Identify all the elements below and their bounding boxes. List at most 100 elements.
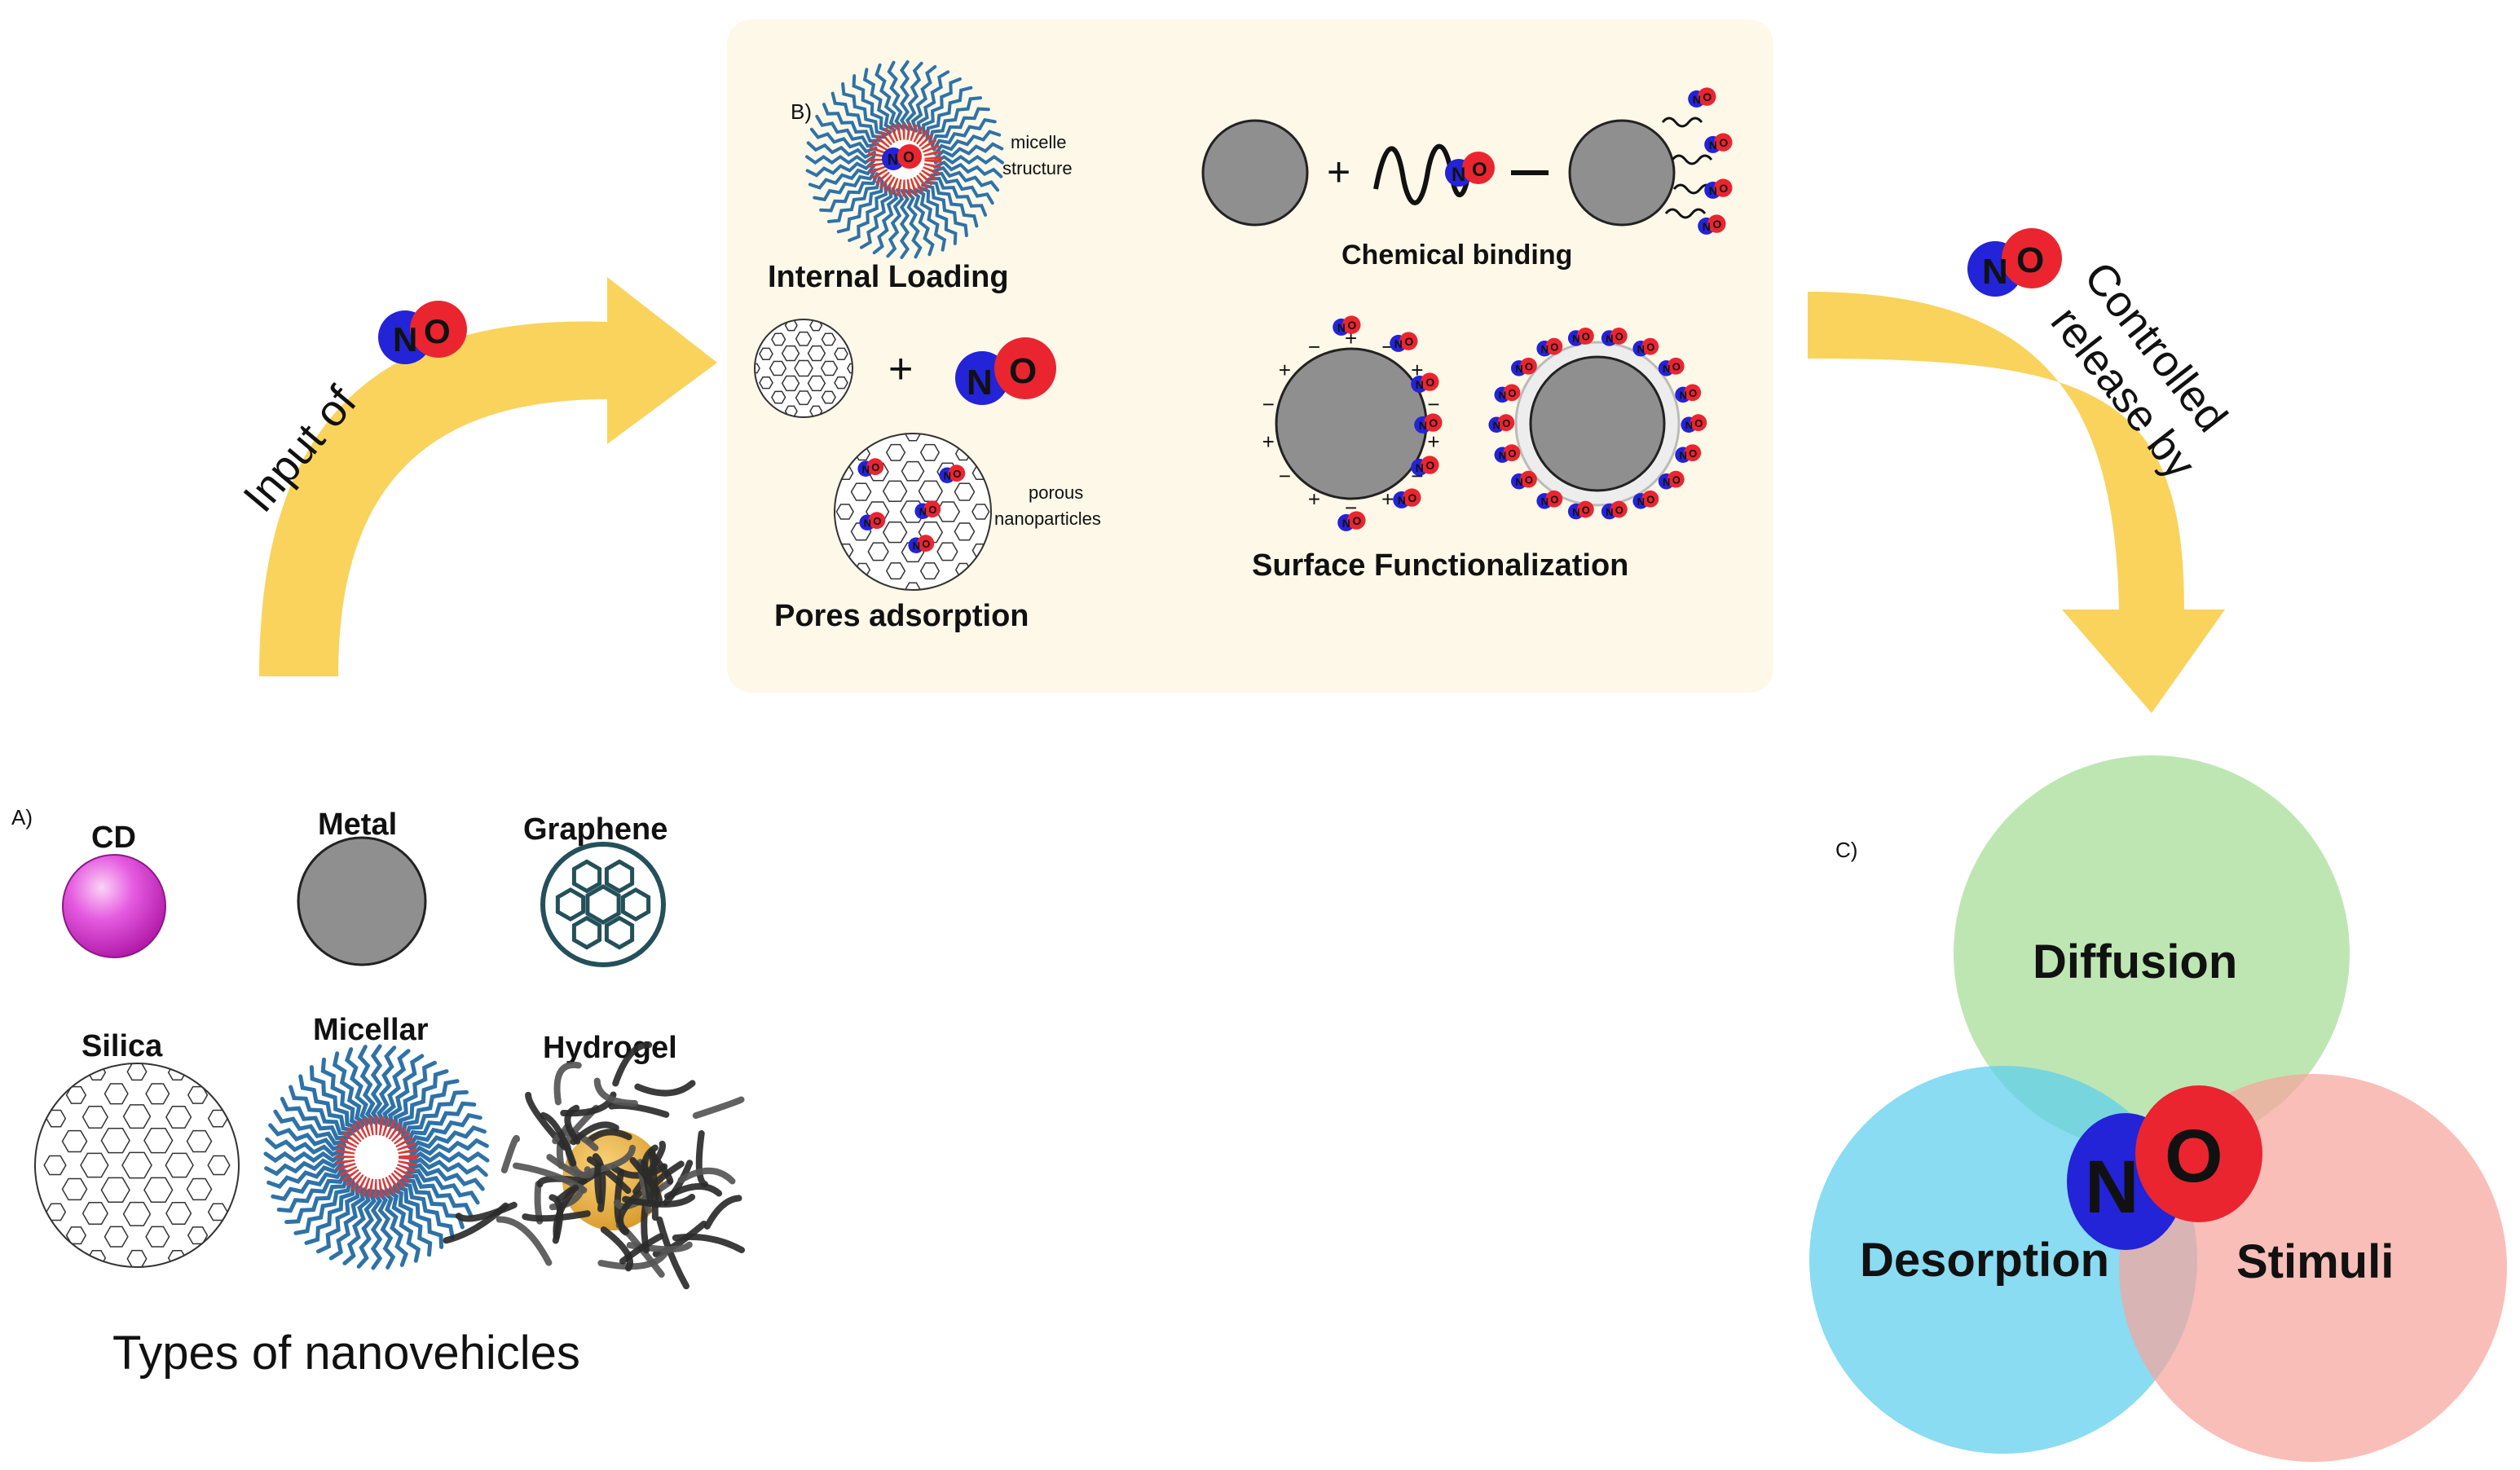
svg-text:N: N xyxy=(1572,506,1579,518)
svg-text:N: N xyxy=(1541,343,1549,355)
panel-a-label: A) xyxy=(11,805,33,830)
svg-text:N: N xyxy=(1637,495,1645,508)
svg-text:O: O xyxy=(1672,473,1681,486)
svg-text:N: N xyxy=(1685,420,1693,432)
micellar-structure xyxy=(263,1044,490,1270)
svg-text:N: N xyxy=(944,470,951,482)
porous-note-1: porous xyxy=(1029,482,1083,503)
panel-b-label: B) xyxy=(791,99,812,124)
stimuli-label: Stimuli xyxy=(2236,1235,2394,1288)
pores-adsorption-label: Pores adsorption xyxy=(774,599,1029,633)
svg-text:O: O xyxy=(2016,240,2044,280)
svg-text:N: N xyxy=(1337,321,1346,334)
plus-sign-binding: + xyxy=(1327,149,1350,195)
svg-text:N: N xyxy=(913,540,920,552)
vehicle-label-hydrogel: Hydrogel xyxy=(543,1031,677,1065)
vehicle-label-graphene: Graphene xyxy=(523,812,667,847)
svg-text:O: O xyxy=(1502,417,1510,429)
diffusion-circle xyxy=(1954,755,2350,1151)
svg-text:N: N xyxy=(1398,494,1406,507)
svg-text:N: N xyxy=(1709,139,1717,152)
silica-porous-sphere xyxy=(34,1063,240,1268)
svg-text:N: N xyxy=(1703,220,1711,233)
svg-text:N: N xyxy=(1693,93,1701,106)
svg-text:N: N xyxy=(1419,419,1427,432)
svg-text:N: N xyxy=(1606,332,1613,345)
svg-text:−: − xyxy=(1262,392,1275,416)
svg-text:O: O xyxy=(1615,331,1623,343)
svg-text:O: O xyxy=(1694,417,1703,429)
svg-text:O: O xyxy=(1425,459,1434,472)
surface-functionalization-label: Surface Functionalization xyxy=(1252,548,1628,583)
svg-text:−: − xyxy=(1279,464,1291,488)
micelle-note-1: micelle xyxy=(1011,132,1066,152)
graphene-fullerene xyxy=(540,842,666,967)
svg-text:N: N xyxy=(967,363,993,403)
svg-text:+: + xyxy=(1279,358,1291,382)
svg-text:O: O xyxy=(1347,319,1356,332)
svg-text:O: O xyxy=(1719,136,1728,149)
svg-text:O: O xyxy=(1429,416,1438,429)
svg-text:+: + xyxy=(1308,487,1320,512)
nanovehicles-caption: Types of nanovehicles xyxy=(112,1327,580,1380)
cd-dot-sphere xyxy=(62,854,166,958)
svg-text:N: N xyxy=(393,320,417,359)
release-no-molecule: N O xyxy=(1967,228,2062,297)
internal-loading-no: N O xyxy=(882,144,922,170)
svg-text:O: O xyxy=(903,149,914,165)
svg-text:N: N xyxy=(1416,461,1424,474)
svg-text:N: N xyxy=(862,464,870,476)
panel-c-label: C) xyxy=(1835,838,1857,862)
svg-text:N: N xyxy=(1606,506,1613,518)
svg-text:N: N xyxy=(1499,390,1506,402)
svg-text:O: O xyxy=(2165,1115,2223,1198)
vehicle-label-silica: Silica xyxy=(82,1029,163,1063)
svg-text:O: O xyxy=(1646,341,1654,353)
svg-text:O: O xyxy=(1550,493,1558,505)
svg-text:N: N xyxy=(1679,390,1686,402)
svg-text:O: O xyxy=(1508,447,1516,460)
svg-text:N: N xyxy=(919,506,927,518)
svg-text:O: O xyxy=(1672,360,1681,372)
svg-text:N: N xyxy=(1499,449,1506,461)
svg-text:O: O xyxy=(1352,514,1361,527)
chemical-binding-bare-particle xyxy=(1201,119,1309,227)
internal-loading-label: Internal Loading xyxy=(768,260,1009,294)
svg-text:O: O xyxy=(1408,491,1416,504)
svg-text:N: N xyxy=(1541,495,1549,508)
svg-text:−: − xyxy=(1427,392,1439,416)
svg-text:N: N xyxy=(1663,476,1670,488)
svg-text:O: O xyxy=(1582,331,1590,343)
svg-text:N: N xyxy=(1416,378,1424,391)
svg-text:N: N xyxy=(888,152,898,168)
svg-text:+: + xyxy=(1262,429,1275,454)
svg-text:O: O xyxy=(1550,341,1558,353)
svg-text:O: O xyxy=(1719,182,1728,195)
svg-text:O: O xyxy=(873,515,881,527)
vehicle-label-metal: Metal xyxy=(318,808,397,842)
svg-text:O: O xyxy=(1472,159,1487,181)
svg-text:O: O xyxy=(1646,493,1654,505)
porous-note-2: nanoparticles xyxy=(994,508,1101,529)
svg-text:N: N xyxy=(1663,363,1670,375)
svg-text:O: O xyxy=(1582,504,1590,516)
svg-text:O: O xyxy=(1508,387,1516,399)
chemical-binding-functionalized-particle xyxy=(1568,119,1676,227)
svg-text:N: N xyxy=(1493,420,1500,432)
diffusion-label: Diffusion xyxy=(2033,935,2237,988)
micelle-note-2: structure xyxy=(1002,158,1073,178)
svg-text:N: N xyxy=(1342,517,1350,530)
svg-text:O: O xyxy=(1525,473,1533,486)
svg-text:O: O xyxy=(871,461,879,473)
center-no-molecule: N O xyxy=(2067,1085,2262,1250)
svg-text:O: O xyxy=(1525,360,1533,372)
vehicle-label-cd: CD xyxy=(91,821,136,855)
svg-text:O: O xyxy=(1689,387,1697,399)
svg-text:N: N xyxy=(1982,252,2008,292)
svg-text:O: O xyxy=(1425,376,1434,389)
hydrogel-network xyxy=(443,1041,745,1290)
svg-text:−: − xyxy=(1308,334,1320,359)
input-no-molecule: N O xyxy=(378,301,467,364)
